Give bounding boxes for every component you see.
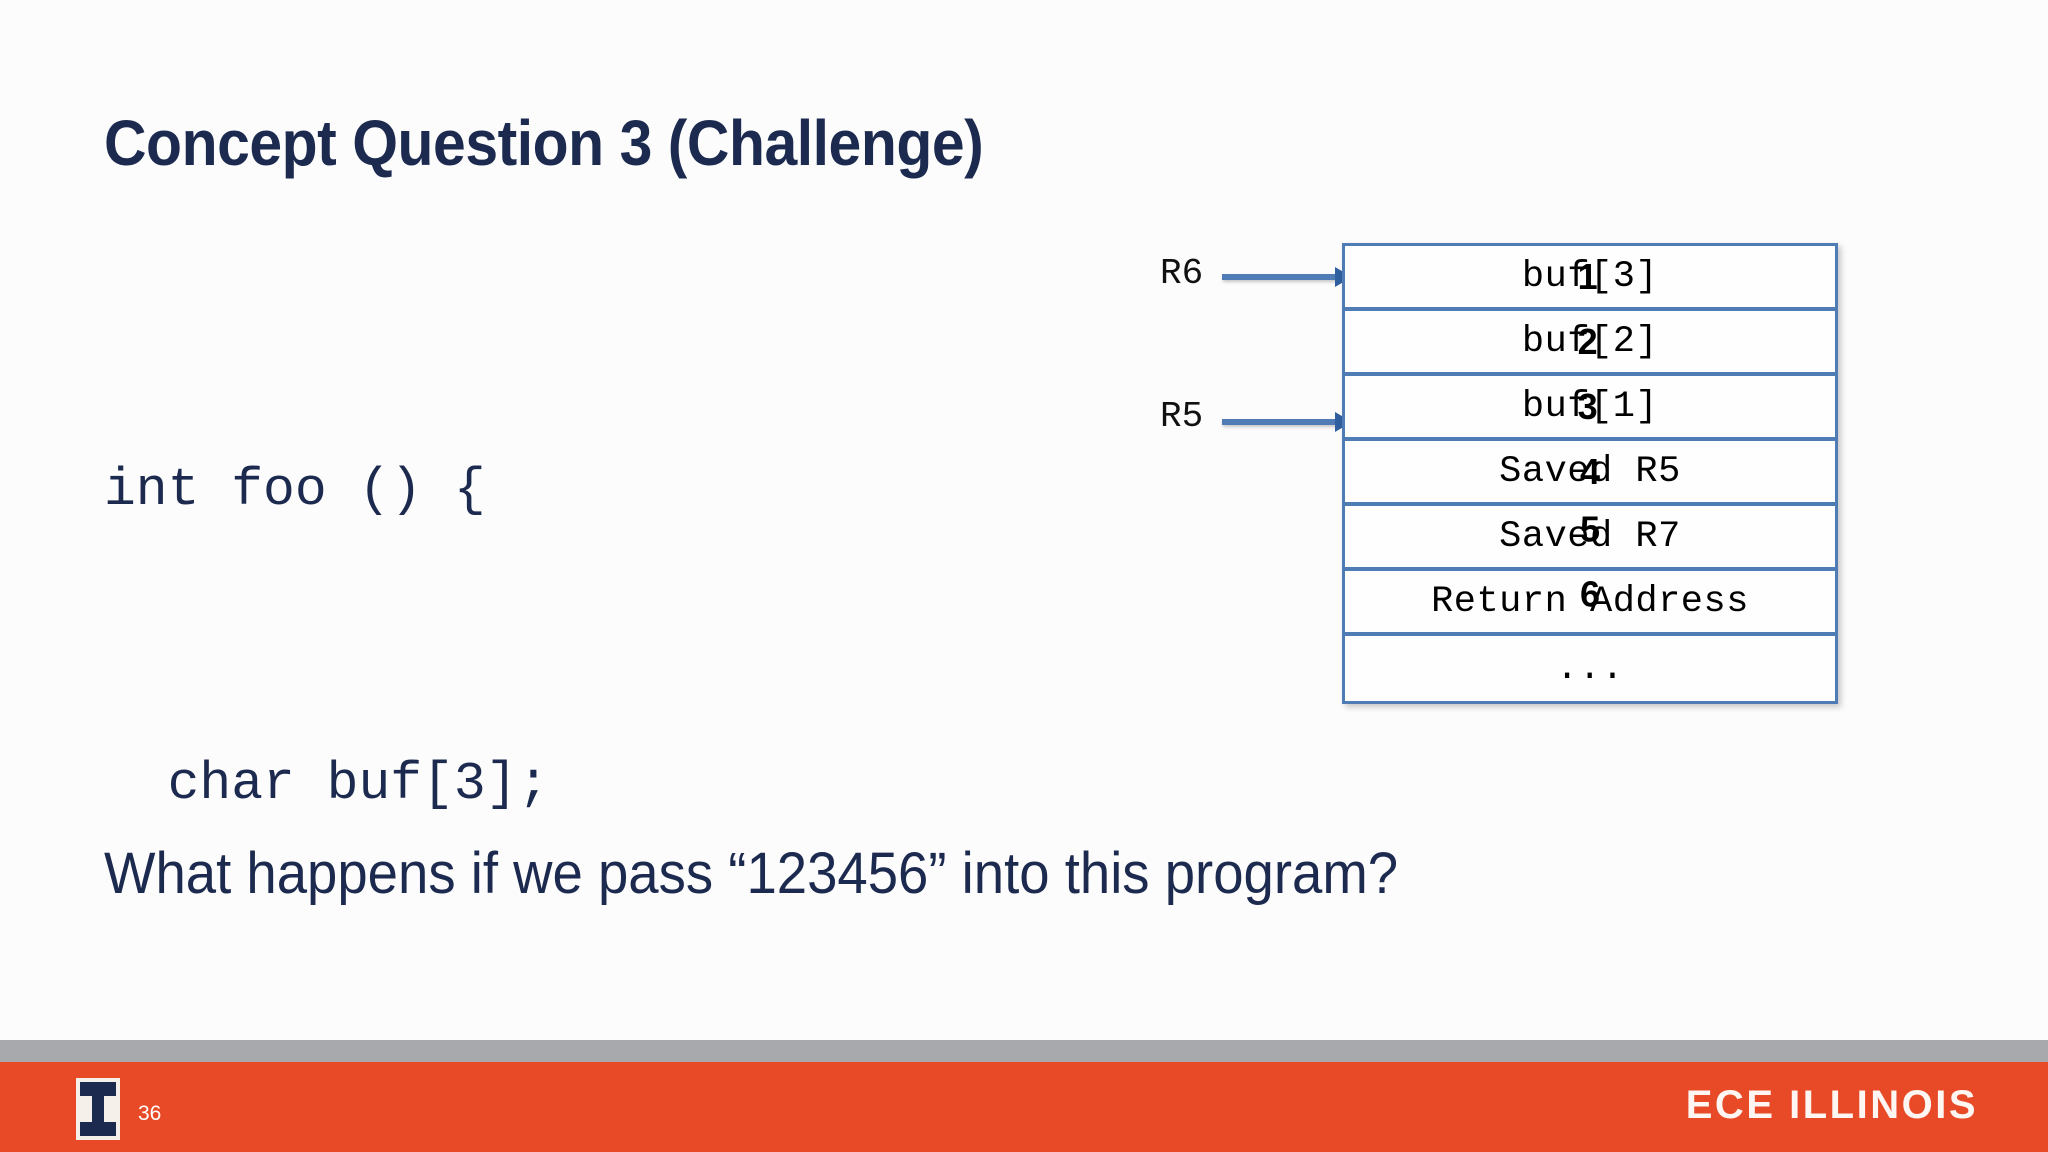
table-row: buf[1] 3: [1345, 376, 1835, 441]
code-block: int foo () { char buf[3]; scanf(“%s”, &b…: [104, 245, 740, 1152]
block-i-icon: [76, 1078, 120, 1140]
pointer-arrow-r6: [1222, 267, 1352, 287]
code-line-1: int foo () {: [104, 460, 486, 520]
stack-cell-label: ...: [1555, 647, 1625, 690]
table-row: Saved R5 4: [1345, 441, 1835, 506]
stack-cell-label: buf[3]: [1521, 255, 1659, 298]
stack-cell-label: Saved R5: [1499, 450, 1681, 493]
stack-cell-label: Return Address: [1431, 580, 1749, 623]
arrow-shaft: [1222, 419, 1337, 425]
code-line-2: char buf[3];: [104, 754, 550, 814]
pointer-arrow-r5: [1222, 412, 1352, 432]
stack-cell-label: buf[1]: [1521, 385, 1659, 428]
page-number: 36: [138, 1102, 162, 1125]
question-text: What happens if we pass “123456” into th…: [104, 841, 1399, 906]
brand-wordmark: ECE ILLINOIS: [1685, 1083, 1978, 1127]
footer-divider: [0, 1040, 2048, 1062]
page-title: Concept Question 3 (Challenge): [104, 107, 984, 179]
table-row: Return Address 6: [1345, 571, 1835, 636]
register-label-r5: R5: [1160, 396, 1204, 437]
stack-cell-label: Saved R7: [1499, 515, 1681, 558]
table-row: Saved R7 5: [1345, 506, 1835, 571]
footer-bar: 36 ECE ILLINOIS: [0, 1062, 2048, 1152]
table-row: buf[2] 2: [1345, 311, 1835, 376]
table-row: ...: [1345, 636, 1835, 701]
table-row: buf[3] 1: [1345, 246, 1835, 311]
arrow-shaft: [1222, 274, 1337, 280]
stack-memory-table: buf[3] 1 buf[2] 2 buf[1] 3 Saved R5 4 Sa…: [1342, 243, 1838, 704]
stack-cell-label: buf[2]: [1521, 320, 1659, 363]
register-label-r6: R6: [1160, 253, 1204, 294]
